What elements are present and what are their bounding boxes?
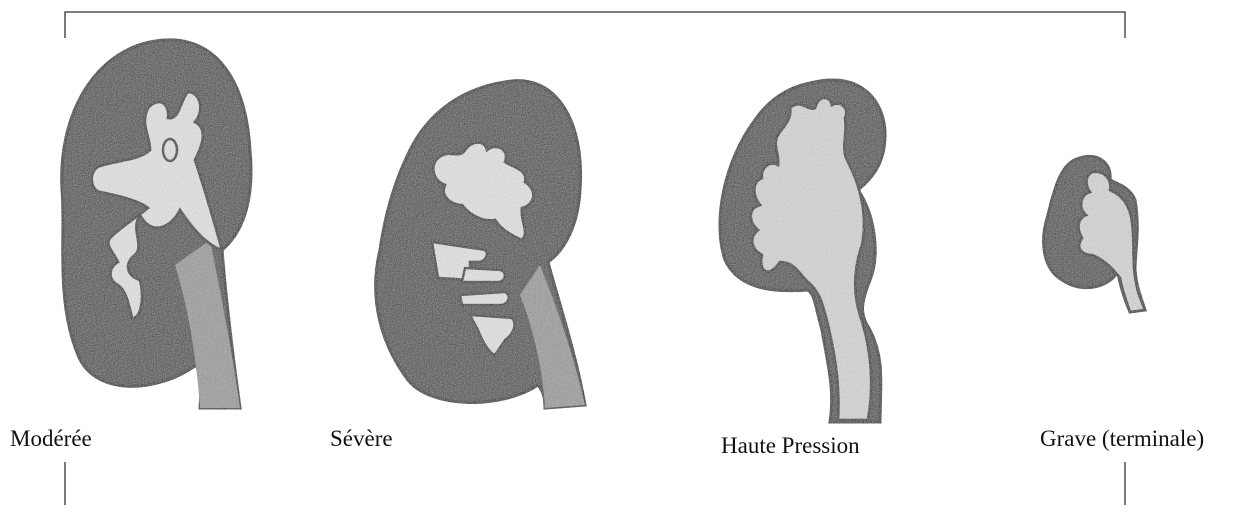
label-grave-terminale: Grave (terminale): [1040, 426, 1204, 452]
label-moderee: Modérée: [10, 426, 92, 452]
kidney-severe: [376, 81, 585, 408]
kidney-severe-calyx-3: [460, 292, 509, 305]
kidney-haute-pression: [720, 80, 885, 422]
kidney-moderee-calyx: [163, 139, 177, 161]
label-severe: Sévère: [330, 426, 393, 452]
kidney-grave: [1044, 157, 1145, 312]
top-bracket-line: [65, 12, 1125, 38]
label-haute-pression: Haute Pression: [721, 433, 860, 459]
kidney-severe-calyx-2: [462, 268, 505, 282]
kidney-moderee: [62, 40, 251, 408]
